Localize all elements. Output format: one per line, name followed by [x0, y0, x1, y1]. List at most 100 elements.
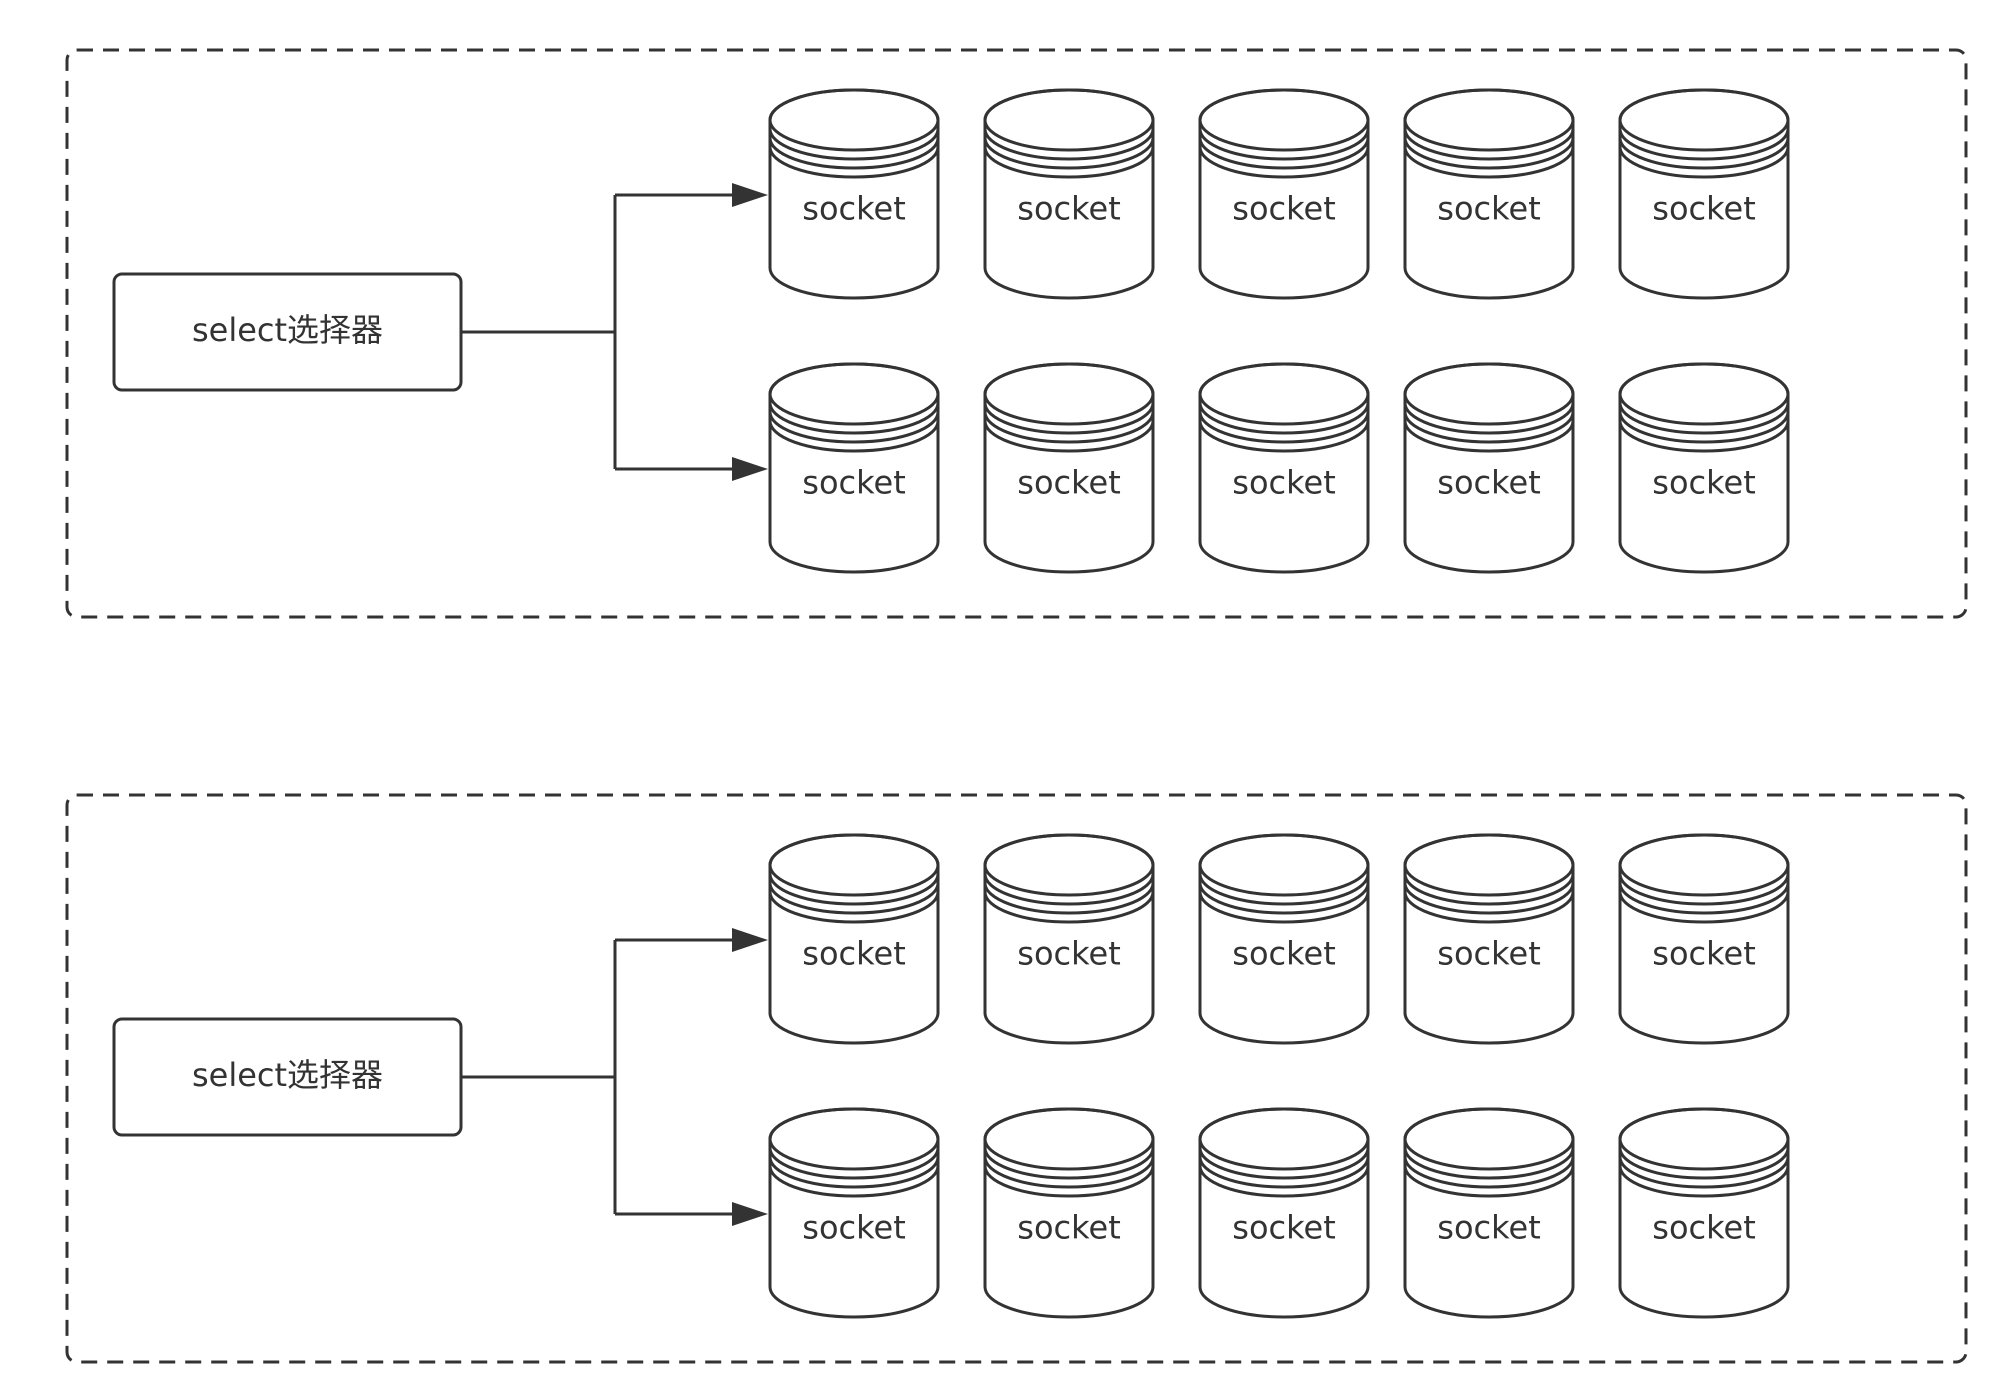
cylinder-ring [1618, 146, 1790, 179]
cylinder-ring [1403, 137, 1575, 170]
cylinder-cap [768, 1107, 940, 1140]
cylinder-ring [1618, 873, 1790, 906]
socket-label: socket [1652, 190, 1755, 228]
cylinder-ring [768, 1147, 940, 1180]
cylinder-ring [768, 128, 940, 161]
cylinder-cap [1198, 88, 1370, 121]
cylinder-ring [768, 1165, 940, 1198]
socket-cylinder: socket [768, 833, 940, 1045]
cylinder-ring [1618, 119, 1790, 152]
cylinder-cap [1198, 1107, 1370, 1140]
cylinder-ring [1403, 411, 1575, 444]
arrowhead-icon [732, 183, 768, 207]
socket-cylinder: socket [1198, 88, 1370, 300]
socket-label: socket [1437, 1209, 1540, 1247]
cylinder-ring [1198, 1165, 1370, 1198]
cylinder-ring [1618, 420, 1790, 453]
cylinder-ring [1198, 393, 1370, 426]
select-selector-label: select选择器 [192, 1056, 383, 1094]
cylinder-ring [983, 137, 1155, 170]
cylinder-ring [983, 411, 1155, 444]
socket-label: socket [1017, 1209, 1120, 1247]
cylinder-ring [1403, 891, 1575, 924]
cylinder-cap [983, 362, 1155, 395]
arrowhead-icon [732, 1202, 768, 1226]
socket-label: socket [1652, 935, 1755, 973]
cylinder-ring [1198, 128, 1370, 161]
cylinder-ring [1198, 1147, 1370, 1180]
select-selector-label: select选择器 [192, 311, 383, 349]
cylinder-ring [1618, 882, 1790, 915]
cylinder-cap [983, 1107, 1155, 1140]
socket-cylinder: socket [1618, 362, 1790, 574]
cylinder-ring [1198, 411, 1370, 444]
cylinder-ring [983, 119, 1155, 152]
cylinder-ring [1618, 137, 1790, 170]
socket-cylinder: socket [1198, 362, 1370, 574]
cylinder-ring [768, 146, 940, 179]
cylinder-ring [1198, 873, 1370, 906]
socket-cylinder: socket [1198, 833, 1370, 1045]
cylinder-ring [1403, 146, 1575, 179]
cylinder-ring [983, 1147, 1155, 1180]
cylinder-ring [1403, 882, 1575, 915]
cylinder-ring [768, 1138, 940, 1171]
cylinder-cap [1403, 833, 1575, 866]
cylinder-ring [1198, 402, 1370, 435]
arrowhead-icon [732, 457, 768, 481]
socket-label: socket [1652, 464, 1755, 502]
socket-cylinder: socket [768, 88, 940, 300]
socket-cylinder: socket [1403, 1107, 1575, 1319]
cylinder-ring [983, 402, 1155, 435]
cylinder-ring [1198, 864, 1370, 897]
socket-label: socket [802, 1209, 905, 1247]
socket-cylinder: socket [983, 1107, 1155, 1319]
cylinder-ring [1403, 1138, 1575, 1171]
socket-label: socket [1437, 464, 1540, 502]
cylinder-ring [1403, 873, 1575, 906]
cylinder-ring [1403, 128, 1575, 161]
socket-label: socket [1017, 935, 1120, 973]
cylinder-ring [1198, 882, 1370, 915]
socket-label: socket [1652, 1209, 1755, 1247]
group-dashed-frame [65, 48, 1968, 619]
cylinder-ring [1403, 420, 1575, 453]
cylinder-ring [983, 420, 1155, 453]
cylinder-ring [983, 1156, 1155, 1189]
cylinder-ring [983, 891, 1155, 924]
cylinder-ring [1618, 393, 1790, 426]
cylinder-cap [1618, 88, 1790, 121]
cylinder-cap [1403, 1107, 1575, 1140]
cylinder-ring [768, 882, 940, 915]
cylinder-ring [768, 891, 940, 924]
cylinder-ring [983, 393, 1155, 426]
cylinder-ring [1618, 1138, 1790, 1171]
socket-cylinder: socket [1403, 88, 1575, 300]
cylinder-cap [768, 88, 940, 121]
cylinder-cap [768, 362, 940, 395]
cylinder-ring [1198, 137, 1370, 170]
cylinder-ring [1198, 119, 1370, 152]
cylinder-ring [1618, 1147, 1790, 1180]
cylinder-cap [1198, 362, 1370, 395]
cylinder-ring [1403, 1156, 1575, 1189]
cylinder-ring [983, 146, 1155, 179]
cylinder-ring [1403, 864, 1575, 897]
arrowhead-icon [732, 928, 768, 952]
cylinder-ring [1403, 1147, 1575, 1180]
cylinder-ring [768, 119, 940, 152]
cylinder-ring [768, 420, 940, 453]
cylinder-cap [1198, 833, 1370, 866]
socket-cylinder: socket [1618, 833, 1790, 1045]
cylinder-ring [983, 864, 1155, 897]
cylinder-ring [1198, 1156, 1370, 1189]
cylinder-ring [1618, 128, 1790, 161]
cylinder-cap [1618, 833, 1790, 866]
cylinder-ring [768, 137, 940, 170]
socket-label: socket [1232, 464, 1335, 502]
socket-label: socket [1232, 1209, 1335, 1247]
socket-label: socket [802, 935, 905, 973]
cylinder-ring [983, 873, 1155, 906]
